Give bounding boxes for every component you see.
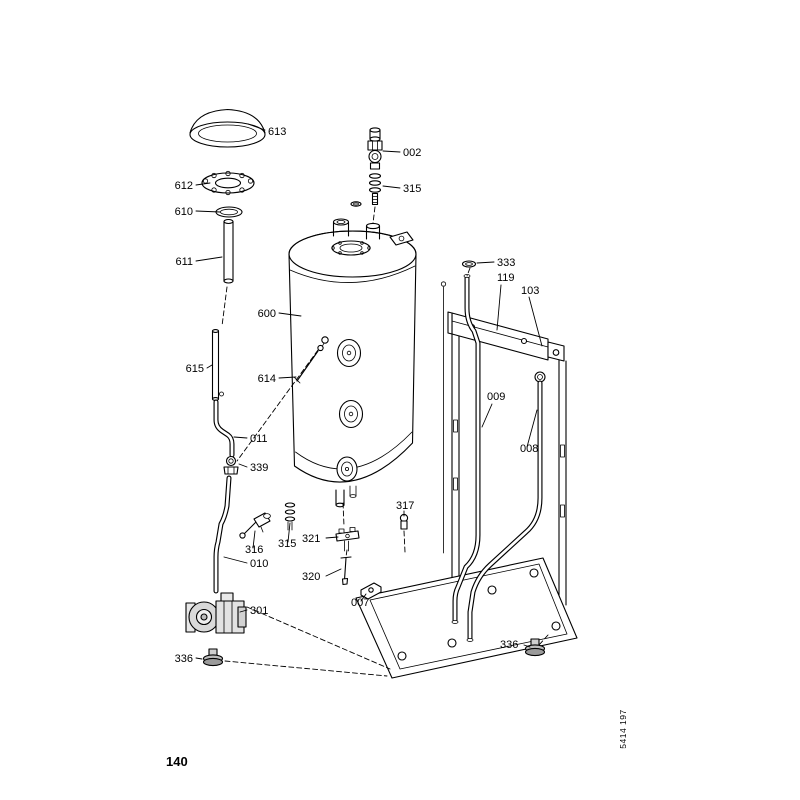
part-615-dip-tube — [211, 329, 224, 401]
part-label-321: 321 — [302, 533, 320, 545]
part-010-pipe — [213, 475, 232, 594]
part-label-317: 317 — [396, 500, 414, 512]
part-label-011: 011 — [250, 433, 268, 445]
part-315-fittings-left — [284, 502, 296, 531]
part-label-613: 613 — [268, 126, 286, 138]
part-label-316: 316 — [245, 544, 263, 556]
construction-lines — [221, 206, 549, 677]
part-333-oring — [461, 260, 477, 268]
leader-line-611 — [195, 256, 223, 262]
part-119-top-bracket — [447, 311, 565, 362]
part-316-tap — [239, 512, 271, 539]
part-label-320: 320 — [302, 571, 320, 583]
leader-line-339 — [238, 463, 248, 468]
part-002-fitting — [367, 127, 383, 170]
part-008-pipe — [466, 371, 546, 642]
part-label-007: 007 — [351, 597, 369, 609]
part-614-probe — [294, 344, 324, 384]
part-label-610: 610 — [175, 206, 193, 218]
part-label-336-right: 336 — [500, 639, 518, 651]
leader-line-610 — [195, 210, 221, 213]
part-612-flange-ring — [201, 170, 255, 196]
leader-line-336-right — [523, 644, 531, 648]
part-label-008: 008 — [520, 443, 538, 455]
part-label-119: 119 — [497, 272, 515, 284]
leader-line-615 — [206, 364, 213, 369]
part-label-339: 339 — [250, 462, 268, 474]
leader-line-010 — [223, 556, 248, 564]
part-label-010: 010 — [250, 558, 268, 570]
part-301-pump — [185, 592, 247, 634]
leader-line-119 — [496, 284, 502, 331]
part-321-bracket — [335, 527, 360, 552]
part-label-002: 002 — [403, 147, 421, 159]
leader-line-336-left — [195, 657, 203, 660]
part-label-315-top: 315 — [403, 183, 421, 195]
part-007-bracket — [360, 582, 382, 600]
leader-line-011 — [233, 436, 248, 439]
part-315-fittings-top — [368, 173, 382, 206]
part-labels-layer: 613 612 610 611 600 615 614 011 339 316 315 010 301 3… — [175, 123, 543, 665]
leader-line-320 — [325, 568, 342, 577]
part-label-612: 612 — [175, 180, 193, 192]
part-label-336-left: 336 — [175, 653, 193, 665]
part-320-screw — [340, 556, 352, 586]
leader-line-301 — [239, 609, 248, 613]
leader-line-315-left — [287, 522, 291, 543]
part-label-600: 600 — [258, 308, 276, 320]
part-label-009: 009 — [487, 391, 505, 403]
part-103-frame — [355, 281, 578, 679]
leader-line-002 — [382, 150, 401, 153]
leader-line-321 — [325, 536, 339, 539]
part-label-611: 611 — [175, 256, 193, 268]
part-336-foot-left — [202, 648, 224, 667]
leader-line-613 — [247, 123, 266, 131]
document-code: 5414 197 — [618, 709, 628, 749]
leader-line-612 — [195, 182, 211, 186]
page-number: 140 — [166, 754, 188, 769]
part-label-301: 301 — [250, 605, 268, 617]
part-611-tube — [223, 218, 234, 284]
leader-line-315-top — [382, 185, 401, 189]
leader-line-316 — [252, 530, 256, 549]
leader-line-103 — [528, 296, 543, 347]
leader-line-333 — [476, 261, 495, 264]
leader-line-008 — [526, 409, 538, 448]
part-label-315-left: 315 — [278, 538, 296, 550]
part-label-103: 103 — [521, 285, 539, 297]
part-317-bolt — [399, 513, 409, 530]
part-600-tank — [288, 201, 417, 508]
part-011-pipe — [213, 399, 235, 458]
part-339-union-nut — [223, 455, 239, 475]
part-613-cover-cap — [189, 108, 266, 148]
part-label-333: 333 — [497, 257, 515, 269]
leader-line-007 — [360, 593, 367, 602]
part-label-615: 615 — [186, 363, 204, 375]
part-label-614: 614 — [258, 373, 276, 385]
leader-line-600 — [278, 312, 302, 317]
part-009-pipe — [451, 274, 481, 624]
leader-line-614 — [278, 376, 297, 379]
leader-line-009 — [481, 403, 493, 428]
